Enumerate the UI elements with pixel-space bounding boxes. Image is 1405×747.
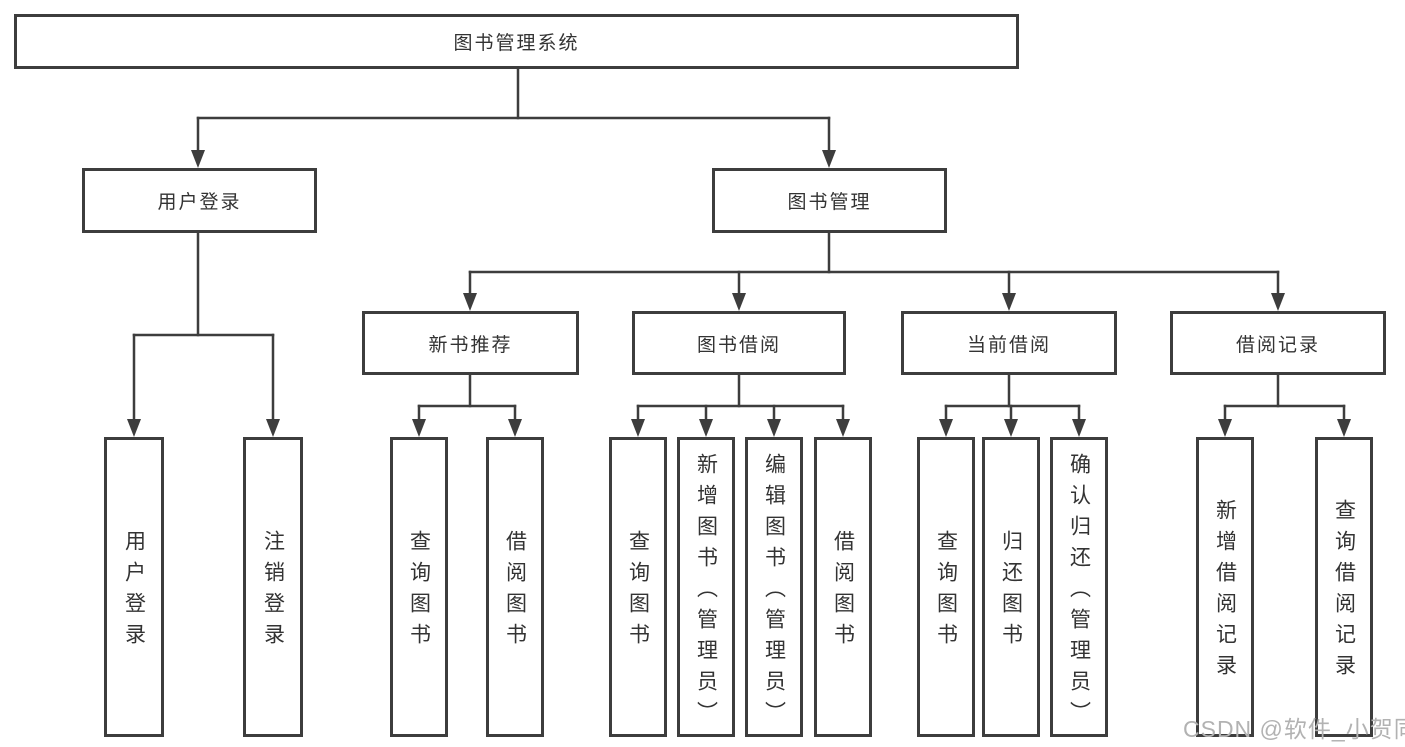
arrowhead [699,419,713,437]
arrowhead [266,419,280,437]
node-current-borrowing-label: 当前借阅 [966,334,1051,356]
arrowhead [767,419,781,437]
leaf-return-book-label: 归还图书 [999,530,1023,654]
leaf-newbooks-query-book-label: 查询图书 [407,530,431,654]
arrowhead [1072,419,1086,437]
leaf-borrowing-query-book-label: 查询图书 [626,530,650,654]
node-library-system-label: 图书管理系统 [453,33,580,54]
leaf-newbooks-borrow-book-label: 借阅图书 [503,530,527,654]
arrowhead [1337,419,1351,437]
arrowhead [822,150,836,168]
arrowhead [1218,419,1232,437]
arrowhead [412,419,426,437]
connector-book-mgmt-branch [463,231,1285,311]
leaf-newbooks-query-book: 查询图书 [390,437,448,737]
node-book-borrowing-label: 图书借阅 [696,334,781,356]
leaf-edit-book-admin: 编辑图书（管理员） [745,437,803,737]
leaf-borrowing-query-book: 查询图书 [609,437,667,737]
connector-new-books-branch [412,373,522,437]
node-book-management-label: 图书管理 [787,192,872,213]
leaf-current-query-book: 查询图书 [917,437,975,737]
leaf-confirm-return-admin: 确认归还（管理员） [1050,437,1108,737]
node-new-book-recommend: 新书推荐 [362,311,579,375]
node-user-login-label: 用户登录 [157,192,242,213]
leaf-query-borrow-record: 查询借阅记录 [1315,437,1373,737]
arrowhead [127,419,141,437]
arrowhead [463,293,477,311]
node-book-borrowing: 图书借阅 [632,311,846,375]
leaf-add-book-admin: 新增图书（管理员） [677,437,735,737]
leaf-user-login-label: 用户登录 [122,530,146,654]
arrowhead [631,419,645,437]
watermark: CSDN @软件_小贺同学 [1183,716,1405,742]
leaf-add-borrow-record-label: 新增借阅记录 [1213,499,1237,685]
connector-user-login-branch [127,231,280,437]
leaf-borrow-book: 借阅图书 [814,437,872,737]
node-borrowing-records-label: 借阅记录 [1235,334,1320,356]
arrowhead [1271,293,1285,311]
node-current-borrowing: 当前借阅 [901,311,1117,375]
leaf-user-login: 用户登录 [104,437,164,737]
leaf-current-query-book-label: 查询图书 [934,530,958,654]
leaf-add-book-admin-label: 新增图书（管理员） [694,452,718,732]
connector-borrowing-branch [631,373,850,437]
leaf-newbooks-borrow-book: 借阅图书 [486,437,544,737]
node-borrowing-records: 借阅记录 [1170,311,1386,375]
node-book-management: 图书管理 [712,168,947,233]
leaf-logout: 注销登录 [243,437,303,737]
connector-records-branch [1218,373,1351,437]
leaf-logout-label: 注销登录 [261,530,285,654]
arrowhead [732,293,746,311]
leaf-edit-book-admin-label: 编辑图书（管理员） [762,452,786,732]
arrowhead [1002,293,1016,311]
connector-current-branch [939,373,1086,437]
leaf-confirm-return-admin-label: 确认归还（管理员） [1067,452,1091,732]
node-user-login: 用户登录 [82,168,317,233]
leaf-add-borrow-record: 新增借阅记录 [1196,437,1254,737]
arrowhead [1004,419,1018,437]
connector-root-to-level2 [191,67,836,168]
node-new-book-recommend-label: 新书推荐 [428,334,513,356]
arrowhead [939,419,953,437]
arrowhead [191,150,205,168]
arrowhead [508,419,522,437]
leaf-borrow-book-label: 借阅图书 [831,530,855,654]
leaf-query-borrow-record-label: 查询借阅记录 [1332,499,1356,685]
node-library-system: 图书管理系统 [14,14,1019,69]
arrowhead [836,419,850,437]
leaf-return-book: 归还图书 [982,437,1040,737]
